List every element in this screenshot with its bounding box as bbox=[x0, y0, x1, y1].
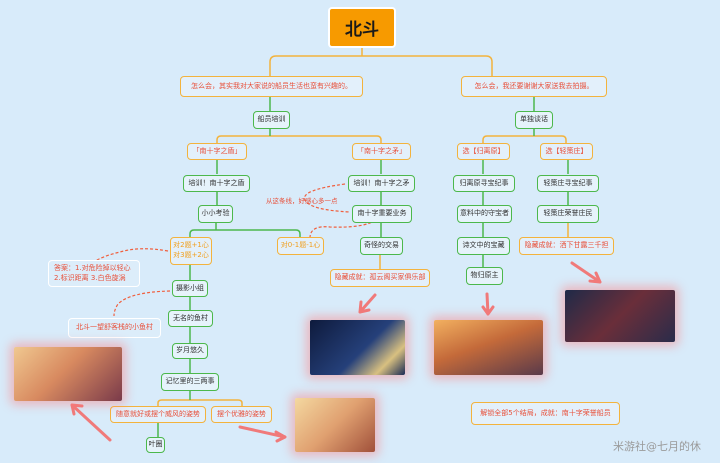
spear-branch: 「南十字之矛」 bbox=[352, 143, 411, 160]
ending-node: 叶圈 bbox=[146, 437, 165, 453]
nameless-village: 无名的鱼村 bbox=[168, 310, 213, 327]
right-intro: 怎么会，我还要谢谢大家送我去拍摄。 bbox=[461, 76, 607, 97]
score-good-node: 对2题+1心 对3题+2心 bbox=[170, 237, 212, 265]
answer-note: 答案：1.对危险掉以轻心 2.标识距离 3.白色旋涡 bbox=[48, 260, 140, 287]
left-intro: 怎么会，其实我对大家说的船员生活也蛮有兴趣的。 bbox=[180, 76, 363, 97]
strange-trade: 奇怪的交易 bbox=[360, 237, 403, 255]
photo-note: 北斗一望舒客栈的小鱼村 bbox=[68, 318, 161, 338]
crew-training-node: 船员培训 bbox=[253, 111, 290, 129]
screenshot-image-trade bbox=[310, 320, 405, 375]
score-good-1: 对2题+1心 bbox=[173, 241, 209, 250]
qingce-item-1: 轻策庄寻宝纪事 bbox=[537, 175, 599, 192]
qingce-branch: 选【轻策庄】 bbox=[540, 143, 593, 160]
small-test: 小小考验 bbox=[198, 205, 233, 223]
answer-line-1: 答案：1.对危险掉以轻心 bbox=[54, 263, 131, 272]
memories: 记忆里的三两事 bbox=[161, 373, 219, 391]
qingce-item-2: 轻策庄荣誉庄民 bbox=[537, 205, 599, 223]
photo-group: 摄影小组 bbox=[172, 280, 208, 297]
spear-training: 培训！南十字之矛 bbox=[348, 175, 415, 192]
answer-line-2: 2.标识距离 3.白色旋涡 bbox=[54, 273, 126, 282]
score-good-2: 对3题+2心 bbox=[173, 251, 209, 259]
final-achievement: 解锁全部5个结局，成就：南十字荣誉船员 bbox=[471, 402, 620, 425]
screenshot-image-pose-2 bbox=[295, 398, 375, 452]
pose-option-1: 随意就好或摆个威风的姿势 bbox=[110, 406, 206, 423]
guili-item-4: 物归原主 bbox=[466, 267, 503, 285]
guili-item-3: 诗文中的宝藏 bbox=[457, 237, 510, 255]
root-title: 北斗 bbox=[328, 7, 396, 48]
important-business: 南十字重要业务 bbox=[352, 205, 412, 223]
screenshot-image-qingce bbox=[565, 290, 675, 342]
screenshot-image-pose-1 bbox=[14, 347, 122, 401]
shield-branch: 「南十字之盾」 bbox=[187, 143, 247, 160]
private-talk-node: 单独谈话 bbox=[515, 111, 553, 129]
screenshot-image-guili bbox=[434, 320, 543, 375]
guili-item-1: 归离原寻宝纪事 bbox=[453, 175, 515, 192]
qingce-hidden-achievement: 隐藏成就：洒下甘露三千担 bbox=[519, 237, 614, 255]
shield-training: 培训！南十字之盾 bbox=[183, 175, 250, 192]
long-years: 岁月悠久 bbox=[172, 343, 208, 359]
guili-branch: 选【归离原】 bbox=[457, 143, 510, 160]
score-bad-node: 对0-1题-1心 bbox=[277, 237, 324, 255]
watermark: 米游社@七月的休 bbox=[613, 440, 701, 453]
spear-hidden-achievement: 隐藏成就：孤云阁买家俱乐部 bbox=[330, 269, 430, 287]
pose-option-2: 摆个优雅的姿势 bbox=[211, 406, 272, 423]
spear-note: 从这条线，好感心多一点 bbox=[266, 197, 338, 205]
guili-item-2: 意料中的守宝者 bbox=[457, 205, 512, 223]
